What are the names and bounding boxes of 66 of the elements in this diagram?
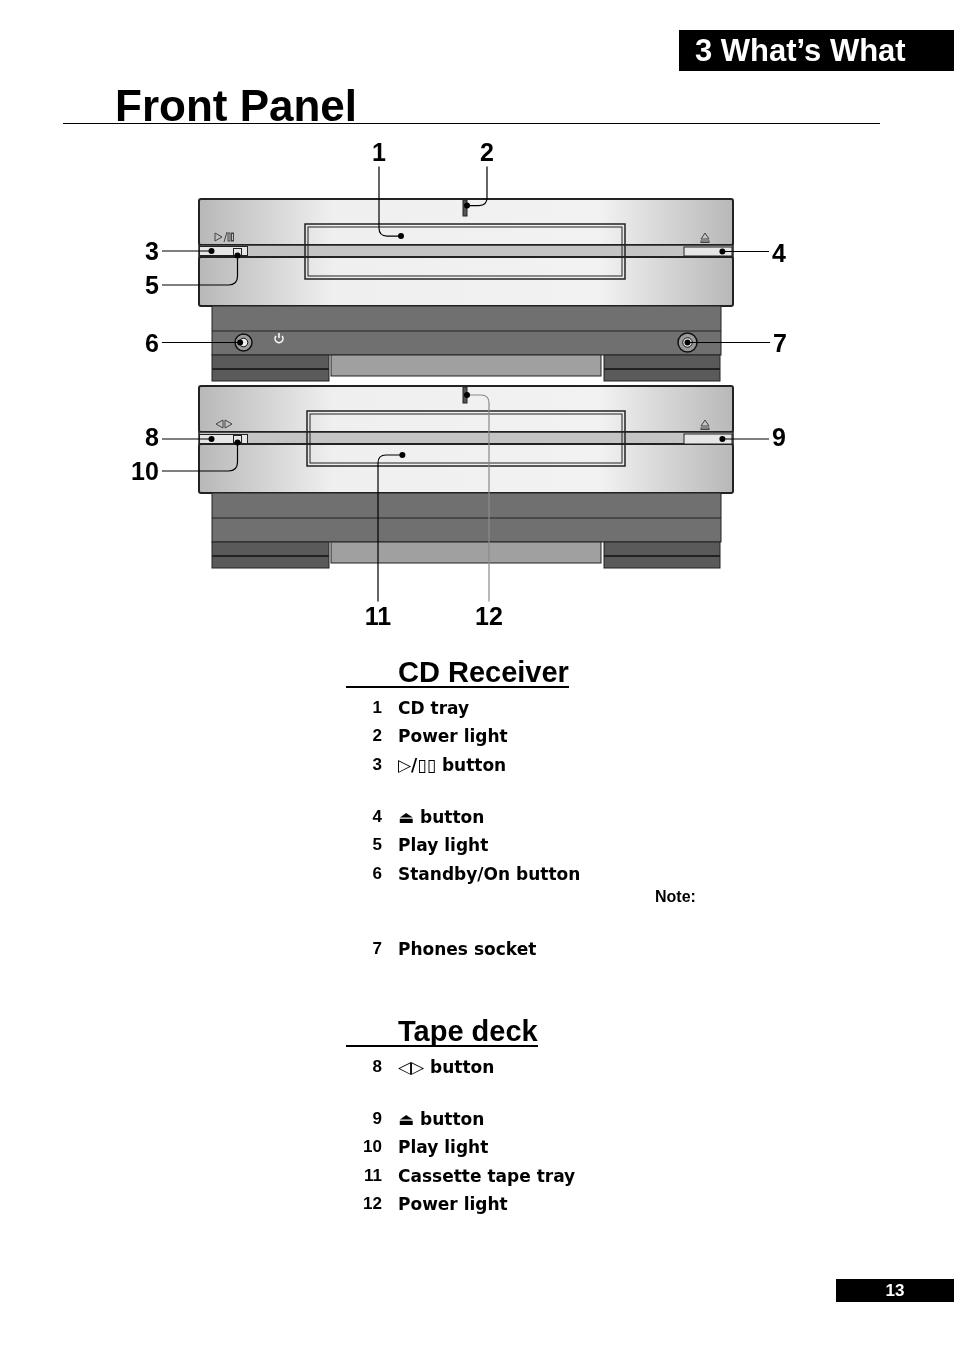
chapter-heading: 3 What’s What	[679, 30, 954, 71]
item-number: 8	[371, 1057, 382, 1078]
item-name: ⏏ button	[398, 807, 485, 828]
play-light	[233, 248, 242, 256]
callout-number: 6	[145, 330, 159, 356]
leader-line	[161, 439, 241, 472]
section-heading: Tape deck	[398, 1017, 538, 1046]
item-number: 10	[362, 1137, 382, 1158]
item-number: 5	[371, 835, 382, 856]
leader-line	[464, 392, 490, 603]
play-button	[199, 434, 248, 444]
item-number: 4	[371, 807, 382, 828]
item-name: Standby/On button	[398, 864, 581, 885]
callout-number: 10	[131, 458, 159, 484]
item-name: ◁▷ button	[398, 1057, 495, 1078]
callout-number: 7	[773, 330, 787, 356]
item-name: Power light	[398, 1194, 508, 1215]
item-name: Play light	[398, 835, 489, 856]
item-number: 3	[371, 755, 382, 776]
callout-number: 11	[364, 603, 392, 629]
callout-number: 1	[372, 139, 386, 165]
item-name: Cassette tape tray	[398, 1166, 576, 1187]
item-number: 11	[363, 1166, 382, 1187]
item-number: 7	[371, 939, 382, 960]
leader-line	[161, 252, 241, 286]
eject-button	[683, 433, 733, 445]
item-number: 9	[371, 1109, 382, 1130]
eject-button	[683, 246, 733, 257]
section-heading: CD Receiver	[398, 658, 569, 687]
item-name: Phones socket	[398, 939, 537, 960]
leader-line	[377, 452, 406, 603]
leader-line	[161, 436, 215, 442]
leader-line	[719, 248, 770, 255]
cassette-tray	[306, 410, 626, 467]
leader-line	[378, 165, 404, 240]
leader-line	[719, 436, 770, 442]
item-name: ▷/▯▯ button	[398, 755, 507, 776]
callout-number: 8	[145, 424, 159, 450]
item-name: Play light	[398, 1137, 489, 1158]
item-name: Power light	[398, 726, 508, 747]
page-number: 13	[836, 1279, 954, 1302]
item-number: 6	[371, 864, 382, 885]
power-light	[462, 199, 468, 217]
item-number: 2	[371, 726, 382, 747]
callout-number: 2	[480, 139, 494, 165]
standby-button	[234, 333, 253, 352]
phones-socket	[677, 332, 698, 353]
note-label: Note:	[655, 887, 696, 907]
item-number: 1	[371, 698, 382, 719]
play-pause-button	[199, 246, 248, 256]
cd-tray	[304, 223, 626, 280]
callout-number: 5	[145, 272, 159, 298]
callout-number: 3	[145, 238, 159, 264]
callout-number: 4	[772, 240, 786, 266]
callout-number: 12	[475, 603, 503, 629]
page-title: Front Panel	[115, 82, 358, 131]
leader-line	[684, 339, 771, 346]
leader-line	[464, 165, 488, 209]
item-name: ⏏ button	[398, 1109, 485, 1130]
item-name: CD tray	[398, 698, 470, 719]
leader-line	[161, 339, 244, 346]
item-number: 12	[362, 1194, 382, 1215]
callout-number: 9	[772, 424, 786, 450]
power-light	[462, 386, 468, 404]
play-light	[233, 435, 242, 443]
leader-line	[161, 248, 215, 254]
